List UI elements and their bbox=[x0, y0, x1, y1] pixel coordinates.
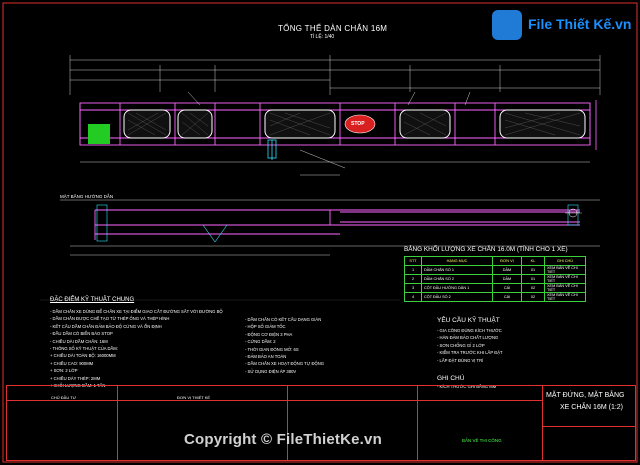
motor-block bbox=[88, 124, 110, 144]
note-line: + CHIỀU DÀI TOÀN BỘ: 16000MM bbox=[50, 353, 116, 359]
note-line: - DẦM CHẮN XE DÙNG ĐỂ CHẮN XE TẠI ĐIỂM G… bbox=[50, 309, 223, 314]
elevation-view bbox=[69, 55, 601, 176]
logo-text: File Thiết Kế.vn bbox=[528, 16, 632, 32]
table-cell: 02 bbox=[521, 283, 545, 293]
quantity-table: STT HẠNG MỤC ĐƠN VỊ KL GHI CHÚ 1 DẦM CHẮ… bbox=[404, 256, 586, 302]
notes-left: - DẦM CHẮN XE DÙNG ĐỂ CHẮN XE TẠI ĐIỂM G… bbox=[50, 308, 223, 389]
table-header-cell: GHI CHÚ bbox=[544, 256, 586, 266]
note-line: - DẦM CHẮN XE HOẠT ĐỘNG TỰ ĐỘNG bbox=[245, 361, 325, 367]
copyright-watermark: Copyright © FileThietKe.vn bbox=[184, 431, 382, 448]
table-header-cell: HẠNG MỤC bbox=[421, 256, 493, 266]
table-cell: CỘT ĐẦU SỐ 2 bbox=[421, 292, 493, 302]
drawing-name-line-2: XE CHẮN 16M (1:2) bbox=[560, 404, 624, 411]
plan-view bbox=[60, 199, 600, 256]
table-row: 2 DẦM CHẮN SỐ 2 DẦM 01 XEM BẢN VẼ CHI TI… bbox=[404, 274, 586, 284]
table-cell: DẦM CHẮN SỐ 1 bbox=[421, 265, 493, 275]
table-header-cell: STT bbox=[404, 256, 422, 266]
table-cell: 3 bbox=[404, 283, 422, 293]
notes-right: - DẦM CHẮN CÓ KẾT CẤU DẠNG GIÀN - HỘP SỐ… bbox=[245, 316, 324, 375]
table-header-cell: KL bbox=[521, 256, 545, 266]
note-line: - THÔNG SỐ KỸ THUẬT CỦA DẦM: bbox=[50, 346, 118, 352]
table-row: 4 CỘT ĐẦU SỐ 2 CÁI 02 XEM BẢN VẼ CHI TIẾ… bbox=[404, 292, 586, 302]
table-cell: 02 bbox=[521, 292, 545, 302]
requirement-line: - HÀN ĐẢM BẢO CHẤT LƯỢNG bbox=[437, 335, 499, 341]
drawing-name-line-1: MẶT ĐỨNG, MẶT BẰNG bbox=[546, 392, 625, 399]
table-cell: DẦM bbox=[492, 274, 522, 284]
stop-label: STOP bbox=[351, 121, 365, 127]
note-line: - ĐỘNG CƠ ĐIỆN 3 PHA bbox=[245, 331, 293, 337]
note-line: - THỜI GIAN ĐÓNG MỞ: 6S bbox=[245, 346, 299, 352]
quantity-table-title: BẢNG KHỐI LƯỢNG XE CHẮN 16.0M (TÍNH CHO … bbox=[404, 246, 568, 253]
note-line: + CHIỀU DÀY THÉP: 2MM bbox=[50, 375, 101, 381]
table-cell: 1 bbox=[404, 265, 422, 275]
table-cell: DẦM CHẮN SỐ 2 bbox=[421, 274, 493, 284]
table-header-cell: ĐƠN VỊ bbox=[492, 256, 522, 266]
table-cell: XEM BẢN VẼ CHI TIẾT bbox=[544, 283, 586, 293]
design-unit-label: ĐƠN VỊ THIẾT KẾ bbox=[177, 395, 211, 400]
table-header-row: STT HẠNG MỤC ĐƠN VỊ KL GHI CHÚ bbox=[404, 256, 586, 266]
note-line: - HỘP SỐ GIẢM TỐC bbox=[245, 324, 286, 330]
note-line: + CHIỀU CAO: 900MM bbox=[50, 360, 94, 366]
note-text: - KÍCH THƯỚC GHI BẰNG MM bbox=[437, 384, 497, 389]
table-cell: XEM BẢN VẼ CHI TIẾT bbox=[544, 265, 586, 275]
table-cell: XEM BẢN VẼ CHI TIẾT bbox=[544, 292, 586, 302]
note-line: - ĐẦU DẦM CÓ BIỂN BÁO STOP bbox=[50, 331, 113, 337]
requirements-list: - GIA CÔNG ĐÚNG KÍCH THƯỚC - HÀN ĐẢM BẢO… bbox=[437, 327, 503, 364]
requirements-title: YÊU CẦU KỸ THUẬT bbox=[437, 317, 500, 324]
note-line: - DẦM CHẮN CÓ KẾT CẤU DẠNG GIÀN bbox=[245, 317, 322, 322]
table-cell: 4 bbox=[404, 292, 422, 302]
drawing-main-scale: Tỉ LỆ: 1/40 bbox=[310, 34, 335, 40]
owner-label: CHỦ ĐẦU TƯ bbox=[51, 395, 77, 400]
table-cell: CỘT ĐẦU HƯỚNG DÂN 1 bbox=[421, 283, 493, 293]
plan-title: MẶT BẰNG HƯỚNG DẪN bbox=[60, 194, 114, 199]
note-line: - KẾT CẤU DẦM CHẮN ĐẢM BẢO ĐỘ CỨNG VÀ ỔN… bbox=[50, 323, 162, 329]
sheet-label: BẢN VẼ THI CÔNG bbox=[462, 438, 502, 443]
title-block: CHỦ ĐẦU TƯ ĐƠN VỊ THIẾT KẾ BẢN VẼ THI CÔ… bbox=[6, 385, 636, 461]
note-line: - CHIỀU DÀI DẦM CHẮN: 16M bbox=[50, 338, 108, 344]
note-title: GHI CHÚ bbox=[437, 375, 465, 382]
table-row: 3 CỘT ĐẦU HƯỚNG DÂN 1 CÁI 02 XEM BẢN VẼ … bbox=[404, 283, 586, 293]
requirement-line: - SƠN CHỐNG GỈ 2 LỚP bbox=[437, 342, 485, 348]
note-line: - CỨNG DẦM: 2 bbox=[245, 339, 276, 345]
table-cell: DẦM bbox=[492, 265, 522, 275]
table-cell: CÁI bbox=[492, 292, 522, 302]
table-cell: 2 bbox=[404, 274, 422, 284]
table-row: 1 DẦM CHẮN SỐ 1 DẦM 01 XEM BẢN VẼ CHI TI… bbox=[404, 265, 586, 275]
table-cell: 01 bbox=[521, 274, 545, 284]
table-cell: XEM BẢN VẼ CHI TIẾT bbox=[544, 274, 586, 284]
requirement-line: - LẮP ĐẶT ĐÚNG VỊ TRÍ bbox=[437, 357, 484, 363]
note-line: - DẦM CHẮN ĐƯỢC CHẾ TẠO TỪ THÉP ỐNG VÀ T… bbox=[50, 316, 170, 322]
requirement-line: - GIA CÔNG ĐÚNG KÍCH THƯỚC bbox=[437, 328, 502, 333]
stop-sign-icon bbox=[344, 114, 376, 134]
table-cell: CÁI bbox=[492, 283, 522, 293]
drawing-main-title: TỔNG THỂ DÀN CHẮN 16M bbox=[278, 24, 388, 33]
logo-icon bbox=[492, 10, 522, 40]
note-line: - ĐẢM BẢO AN TOÀN bbox=[245, 354, 287, 360]
table-cell: 01 bbox=[521, 265, 545, 275]
filethietke-logo: File Thiết Kế.vn bbox=[492, 6, 632, 44]
notes-title: ĐẶC ĐIỂM KỸ THUẬT CHUNG bbox=[50, 297, 135, 303]
note-line: - SỬ DỤNG ĐIỆN ÁP 380V bbox=[245, 368, 297, 374]
note-line: + SƠN: 2 LỚP bbox=[50, 368, 78, 374]
requirement-line: - KIỂM TRA TRƯỚC KHI LẮP ĐẶT bbox=[437, 350, 503, 356]
